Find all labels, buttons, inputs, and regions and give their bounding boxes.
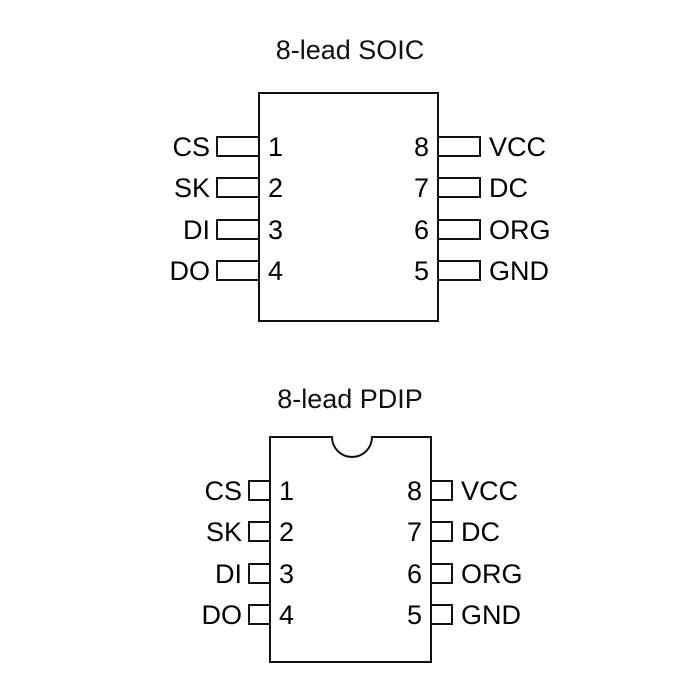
pdip-pin-number: 7 <box>407 517 422 547</box>
soic-pin-number: 3 <box>268 215 283 245</box>
soic-lead-2 <box>216 177 260 198</box>
pdip-lead-5 <box>430 604 453 625</box>
pdip-pin-label: DO <box>202 600 243 630</box>
pdip-pin-number: 3 <box>279 559 294 589</box>
pdip-pin-label: DC <box>461 517 500 547</box>
soic-pin-label: DO <box>170 256 211 286</box>
soic-body <box>258 92 439 322</box>
soic-lead-8 <box>437 136 481 157</box>
soic-pin-number: 8 <box>414 132 429 162</box>
pdip-title: 8-lead PDIP <box>277 384 423 414</box>
pdip-pin-number: 5 <box>407 600 422 630</box>
soic-pin-label: VCC <box>489 132 546 162</box>
pdip-pin-number: 1 <box>279 476 294 506</box>
pdip-pin-label: VCC <box>461 476 518 506</box>
pdip-package: CS SK DI DO 1 2 3 4 8 7 6 5 VCC DC ORG G… <box>202 436 523 663</box>
pdip-pin-number: 8 <box>407 476 422 506</box>
soic-pin-number: 1 <box>268 132 283 162</box>
soic-pin-number: 7 <box>414 173 429 203</box>
pdip-lead-6 <box>430 563 453 584</box>
soic-lead-7 <box>437 177 481 198</box>
soic-lead-4 <box>216 260 260 281</box>
soic-package: CS SK DI DO 1 2 3 4 8 7 6 5 VCC DC ORG G… <box>170 92 551 322</box>
pdip-pin-label: DI <box>215 559 242 589</box>
pdip-pin-label: ORG <box>461 559 523 589</box>
soic-pin-label: ORG <box>489 215 551 245</box>
soic-pin-label: SK <box>174 173 210 203</box>
pdip-lead-3 <box>248 563 271 584</box>
soic-pin-label: GND <box>489 256 549 286</box>
soic-lead-6 <box>437 219 481 240</box>
pdip-body <box>269 436 432 663</box>
soic-lead-5 <box>437 260 481 281</box>
soic-title: 8-lead SOIC <box>275 35 425 65</box>
pdip-pin-number: 6 <box>407 559 422 589</box>
soic-pin-label: CS <box>172 132 210 162</box>
pdip-pin-label: CS <box>204 476 242 506</box>
pdip-pin-number: 4 <box>279 600 294 630</box>
soic-lead-3 <box>216 219 260 240</box>
pdip-pin-label: SK <box>206 517 242 547</box>
soic-pin-number: 2 <box>268 173 283 203</box>
pdip-pin-number: 2 <box>279 517 294 547</box>
pdip-lead-7 <box>430 521 453 542</box>
pdip-pin-label: GND <box>461 600 521 630</box>
soic-pin-number: 5 <box>414 256 429 286</box>
soic-pin-number: 6 <box>414 215 429 245</box>
soic-pin-label: DC <box>489 173 528 203</box>
soic-pin-number: 4 <box>268 256 283 286</box>
pdip-lead-1 <box>248 480 271 501</box>
soic-pin-label: DI <box>183 215 210 245</box>
pdip-lead-2 <box>248 521 271 542</box>
soic-lead-1 <box>216 136 260 157</box>
pdip-lead-4 <box>248 604 271 625</box>
pdip-lead-8 <box>430 480 453 501</box>
